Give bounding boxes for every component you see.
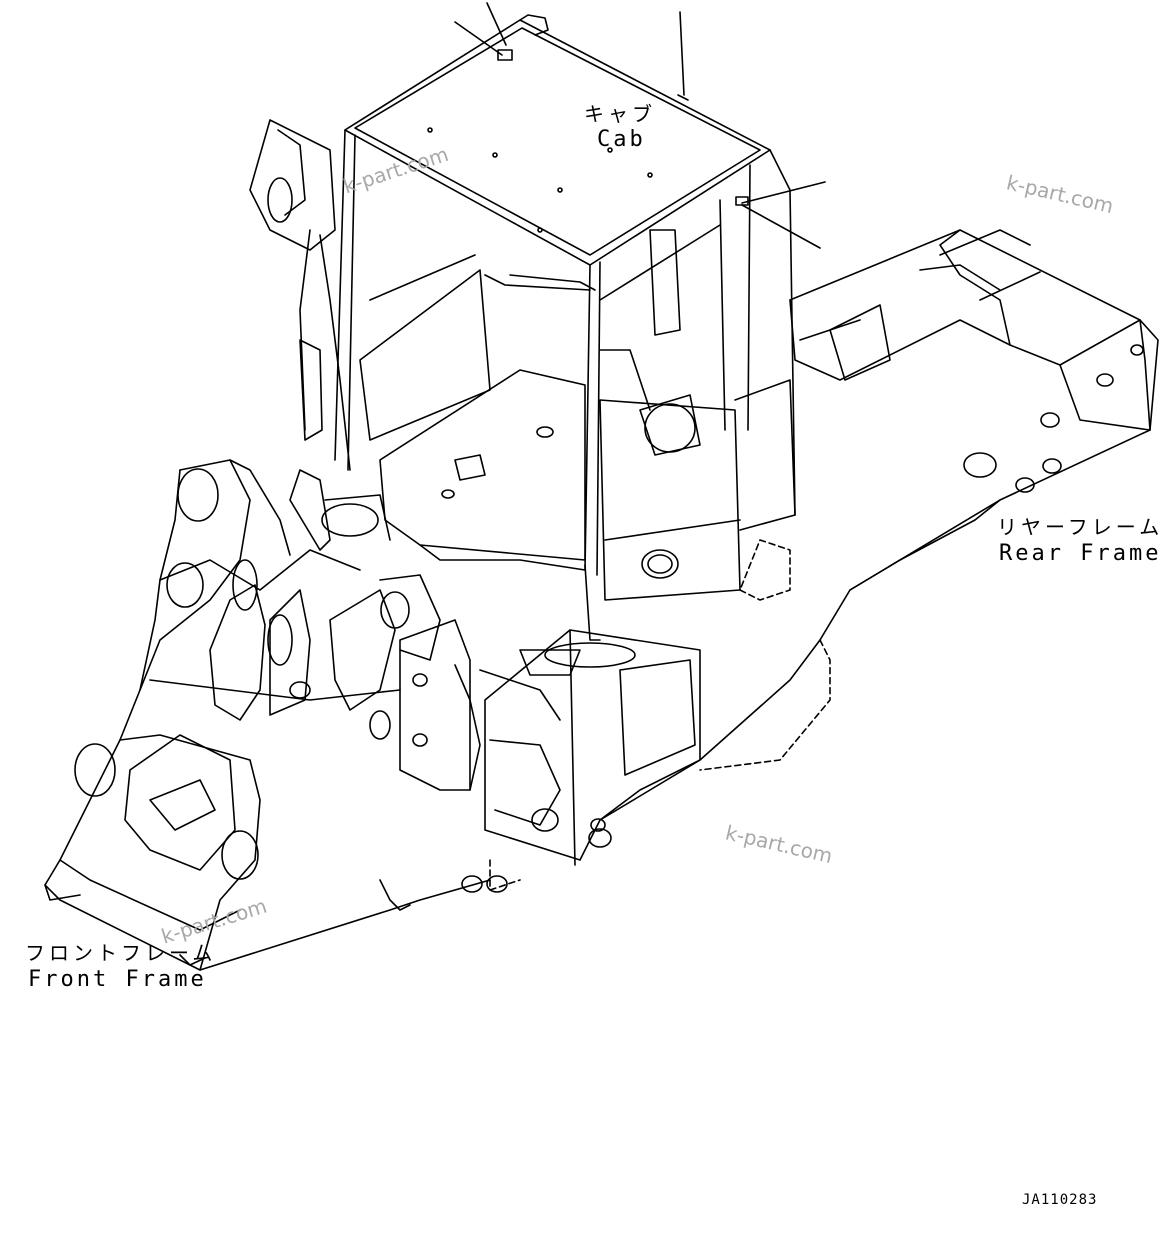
front-frame-label-en: Front Frame — [28, 967, 207, 992]
rear-frame-label-jp: リヤーフレーム — [997, 515, 1163, 539]
front-frame-label-jp: フロントフレーム — [25, 941, 217, 965]
center-body-drawing — [399, 619, 701, 893]
drawing-code: JA110283 — [1022, 1192, 1098, 1208]
cab-label-jp: キャブ — [584, 102, 656, 126]
rear-frame-drawing — [599, 229, 1159, 821]
rear-frame-label-en: Rear Frame — [999, 541, 1162, 566]
front-frame-drawing — [44, 459, 491, 971]
cab-drawing — [249, 2, 826, 641]
cab-label-en: Cab — [597, 127, 646, 152]
